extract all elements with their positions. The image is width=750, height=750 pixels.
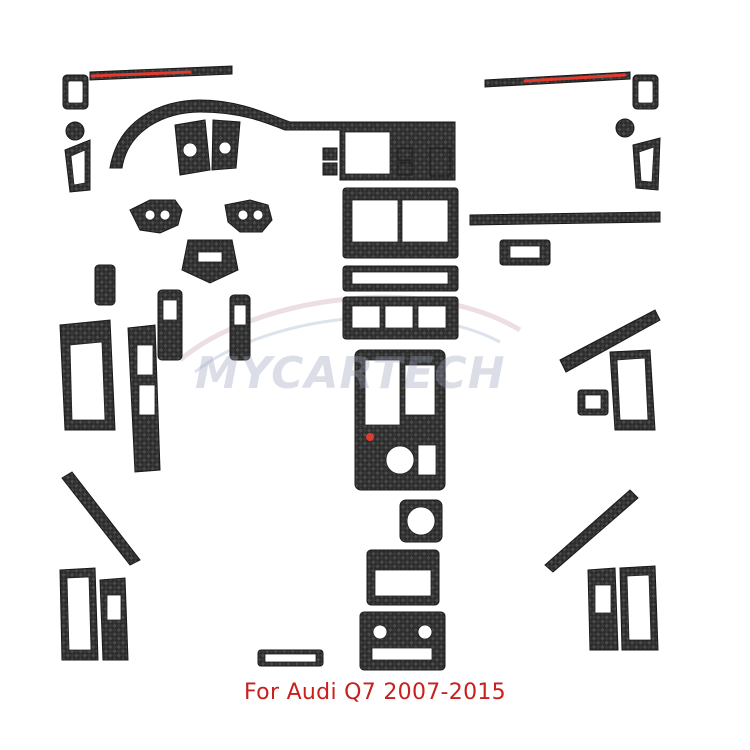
rear-console-vent	[366, 549, 440, 606]
right-window-switch	[577, 389, 609, 416]
right-top-vent	[632, 74, 659, 110]
right-side-vent	[632, 137, 661, 191]
right-door-strip	[559, 309, 661, 373]
center-console-upper	[342, 187, 459, 259]
glovebox-switch	[499, 239, 551, 266]
center-console-strip	[342, 265, 459, 292]
left-dash-strip	[89, 65, 233, 81]
right-speaker-ring	[615, 118, 635, 138]
instrument-cluster-frame	[109, 99, 456, 181]
right-dash-strip	[484, 71, 631, 88]
rear-right-door-frame	[619, 565, 659, 651]
rear-left-switch-panel	[99, 577, 129, 661]
watermark-swoosh	[178, 294, 522, 374]
left-top-vent	[62, 74, 89, 110]
cluster-gauge-pieces	[174, 119, 241, 176]
rear-right-door-strip	[544, 489, 639, 573]
steering-wheel-trim-right	[224, 199, 273, 233]
rear-left-door-frame	[59, 567, 99, 661]
left-door-panel-frame	[59, 319, 116, 431]
left-speaker-ring	[65, 121, 85, 141]
rear-right-switch-panel	[587, 567, 619, 651]
left-door-small-pieces	[94, 264, 251, 361]
cup-holder-ring	[399, 499, 443, 543]
left-window-switch-panel	[127, 324, 161, 473]
product-caption: For Audi Q7 2007-2015	[244, 680, 506, 705]
steering-wheel-trim-left	[129, 199, 183, 234]
right-dash-long-strip	[469, 211, 661, 226]
left-side-vent	[64, 139, 91, 193]
steering-wheel-bottom-trim	[181, 239, 239, 284]
rear-seat-strip	[257, 649, 324, 667]
rear-left-door-strip	[61, 471, 141, 566]
gear-shift-panel	[354, 349, 446, 491]
right-door-panel-frame	[609, 349, 656, 431]
brand-watermark: MYCARTECH	[195, 348, 506, 399]
center-console-controls	[342, 296, 459, 340]
rear-climate-panel	[359, 611, 446, 671]
